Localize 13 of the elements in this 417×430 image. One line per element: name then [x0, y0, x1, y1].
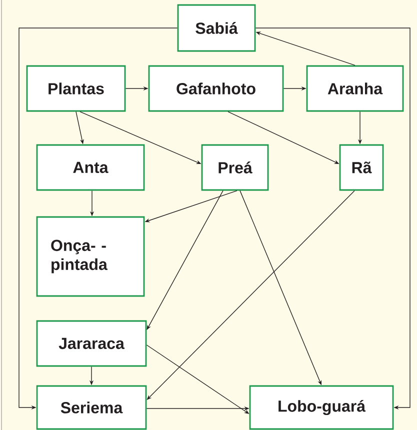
animal-box: Onça- -pintada — [36, 216, 145, 297]
animal-box: Jararaca — [36, 320, 147, 367]
arrow — [255, 28, 410, 410]
animal-box: Gafanhoto — [148, 65, 284, 112]
animal-box: Plantas — [26, 65, 126, 112]
arrow — [146, 190, 224, 330]
animal-box: Seriema — [36, 385, 147, 430]
animal-box: Sabiá — [177, 4, 256, 52]
animal-box: Preá — [201, 144, 269, 191]
animal-box: Lobo-guará — [249, 385, 394, 430]
animal-box: Anta — [36, 144, 145, 191]
animal-box: Rã — [339, 144, 384, 191]
animal-box: Aranha — [306, 65, 404, 112]
